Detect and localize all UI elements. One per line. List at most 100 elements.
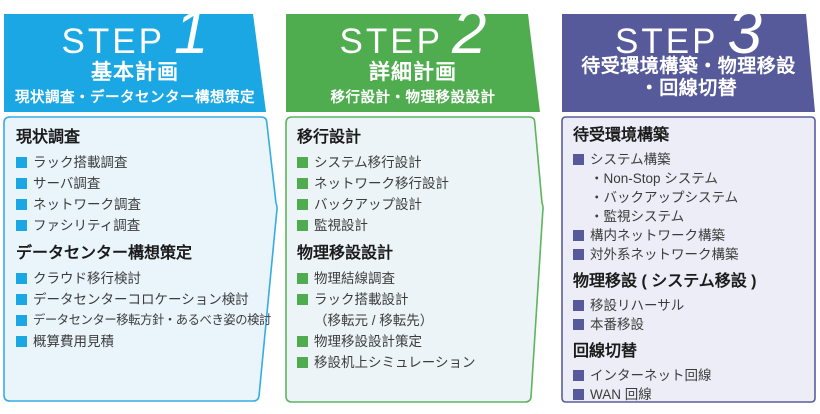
list-item: システム移行設計	[297, 152, 536, 173]
step3-title-line1: 待受環境構築・物理移設	[581, 56, 796, 77]
list-item: 物理結線調査	[297, 268, 536, 289]
bullet-square-icon	[573, 370, 584, 381]
list-item: WAN 回線	[573, 385, 815, 404]
bullet-square-icon	[16, 273, 27, 284]
list-item-label: システム移行設計	[314, 155, 422, 170]
list-item-continuation: （移転元 / 移転先）	[297, 310, 536, 331]
sub-list-item: ・バックアップシステム	[573, 188, 815, 207]
list-item-note: （移転元 / 移転先）	[314, 313, 434, 328]
bullet-square-icon	[573, 300, 584, 311]
step2-header-shape	[286, 14, 540, 112]
list-item: ファシリティ調査	[16, 215, 260, 236]
step3-header-shape	[562, 14, 815, 112]
bullet-square-icon	[16, 178, 27, 189]
section-heading: 移行設計	[297, 129, 362, 146]
list-item-label: インターネット回線	[590, 368, 712, 383]
list-item-label: 物理結線調査	[314, 271, 395, 286]
list-item: クラウド移行検討	[16, 268, 260, 289]
list-item-label: データセンター移転方針・あるべき姿の検討	[33, 313, 271, 327]
step1-title: 基本計画	[91, 61, 179, 84]
bullet-square-icon	[573, 389, 584, 400]
list-item-label: ネットワーク調査	[33, 197, 141, 212]
list-item-label: 概算費用見積	[33, 334, 114, 349]
sub-list-item-label: ・監視システム	[590, 209, 685, 224]
bullet-square-icon	[16, 336, 27, 347]
list-item: データセンター移転方針・あるべき姿の検討	[16, 310, 271, 331]
section-heading: 物理移設 ( システム移設 )	[573, 273, 757, 290]
step3-body: 待受環境構築 システム構築 ・Non-Stop システム ・バックアップシステム…	[562, 117, 815, 404]
list-item: 移設リハーサル	[573, 296, 815, 315]
list-item: バックアップ設計	[297, 194, 536, 215]
bullet-square-icon	[297, 220, 308, 231]
step2-body: 移行設計 システム移行設計 ネットワーク移行設計 バックアップ設計 監視設計 物…	[286, 117, 536, 373]
bullet-square-icon	[573, 154, 584, 165]
list-item: 構内ネットワーク構築	[573, 226, 815, 245]
step1-label: STEP	[61, 22, 165, 61]
step3-title: 待受環境構築・物理移設 ・回線切替	[562, 56, 815, 100]
list-item-label: 本番移設	[590, 317, 644, 332]
list-item-label: クラウド移行検討	[33, 271, 141, 286]
bullet-square-icon	[573, 230, 584, 241]
step3-body-shape	[561, 116, 816, 403]
list-item-label: システム構築	[590, 152, 671, 167]
section-heading: データセンター構想策定	[16, 245, 193, 262]
step3-title-line2: ・回線切替	[639, 78, 738, 99]
step3-number: 3	[727, 0, 762, 67]
sub-list-item-label: ・Non-Stop システム	[590, 171, 718, 186]
list-item-label: 物理移設設計策定	[314, 334, 422, 349]
list-item: 物理移設設計策定	[297, 331, 536, 352]
bullet-square-icon	[16, 157, 27, 168]
section-heading: 待受環境構築	[573, 127, 670, 144]
list-item: 監視設計	[297, 215, 536, 236]
sub-list-item: ・Non-Stop システム	[573, 169, 815, 188]
step2-title: 詳細計画	[369, 61, 457, 84]
section-heading: 回線切替	[573, 343, 638, 360]
bullet-square-icon	[16, 315, 27, 326]
sub-list-item: ・監視システム	[573, 207, 815, 226]
bullet-square-icon	[297, 294, 308, 305]
step1-header-shape	[4, 14, 266, 112]
list-item-label: WAN 回線	[590, 387, 652, 402]
list-item-label: ネットワーク移行設計	[314, 176, 449, 191]
step1-number: 1	[173, 0, 209, 67]
bullet-square-icon	[297, 273, 308, 284]
list-item: 概算費用見積	[16, 331, 260, 352]
bullet-square-icon	[297, 199, 308, 210]
list-item-label: 対外系ネットワーク構築	[590, 247, 739, 262]
list-item: サーバ調査	[16, 173, 260, 194]
bullet-square-icon	[297, 178, 308, 189]
list-item-label: 移設机上シミュレーション	[314, 355, 476, 370]
bullet-square-icon	[297, 357, 308, 368]
list-item-label: サーバ調査	[33, 176, 101, 191]
step2-subtitle: 移行設計・物理移設設計	[330, 90, 496, 106]
bullet-square-icon	[16, 294, 27, 305]
list-item: インターネット回線	[573, 366, 815, 385]
step1-subtitle: 現状調査・データセンター構想策定	[15, 90, 255, 106]
list-item-label: 移設リハーサル	[590, 298, 685, 313]
step2-number: 2	[451, 0, 487, 67]
bullet-square-icon	[573, 249, 584, 260]
bullet-square-icon	[573, 319, 584, 330]
bullet-square-icon	[297, 157, 308, 168]
bullet-square-icon	[16, 199, 27, 210]
list-item-label: 構内ネットワーク構築	[590, 228, 725, 243]
list-item: システム構築	[573, 150, 815, 169]
list-item-label: ファシリティ調査	[33, 218, 141, 233]
list-item: 対外系ネットワーク構築	[573, 245, 815, 264]
list-item-label: バックアップ設計	[314, 197, 422, 212]
section-heading: 現状調査	[16, 129, 81, 146]
step2-body-shape	[285, 116, 544, 403]
list-item: ラック搭載設計	[297, 289, 536, 310]
list-item-label: ラック搭載設計	[314, 292, 409, 307]
sub-list-item-label: ・バックアップシステム	[590, 190, 739, 205]
list-item: 本番移設	[573, 315, 815, 334]
list-item-label: 監視設計	[314, 218, 368, 233]
list-item: ネットワーク移行設計	[297, 173, 536, 194]
list-item: 移設机上シミュレーション	[297, 352, 536, 373]
